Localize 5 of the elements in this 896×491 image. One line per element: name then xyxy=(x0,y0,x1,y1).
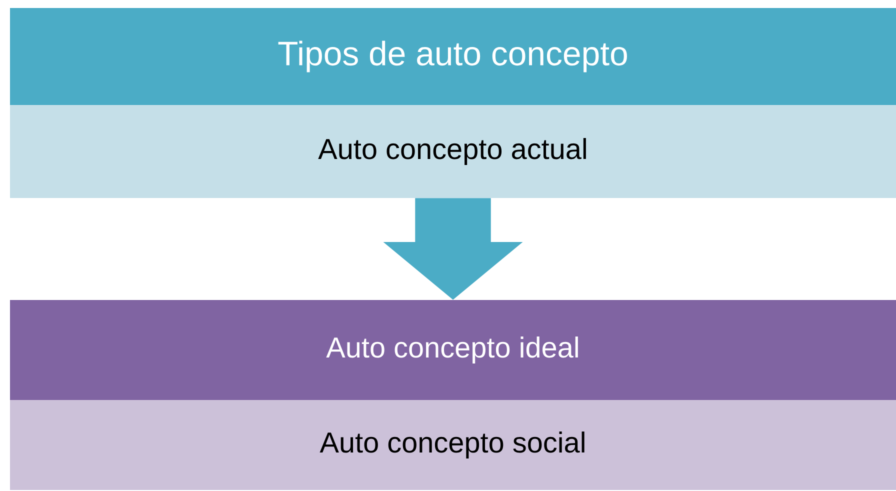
text-band: Auto concepto actual xyxy=(10,104,896,198)
title-band: Tipos de auto concepto xyxy=(10,8,896,105)
block-arrow xyxy=(383,198,523,300)
text-band: Auto concepto ideal xyxy=(10,300,896,400)
text-band: Auto concepto social xyxy=(10,400,896,490)
